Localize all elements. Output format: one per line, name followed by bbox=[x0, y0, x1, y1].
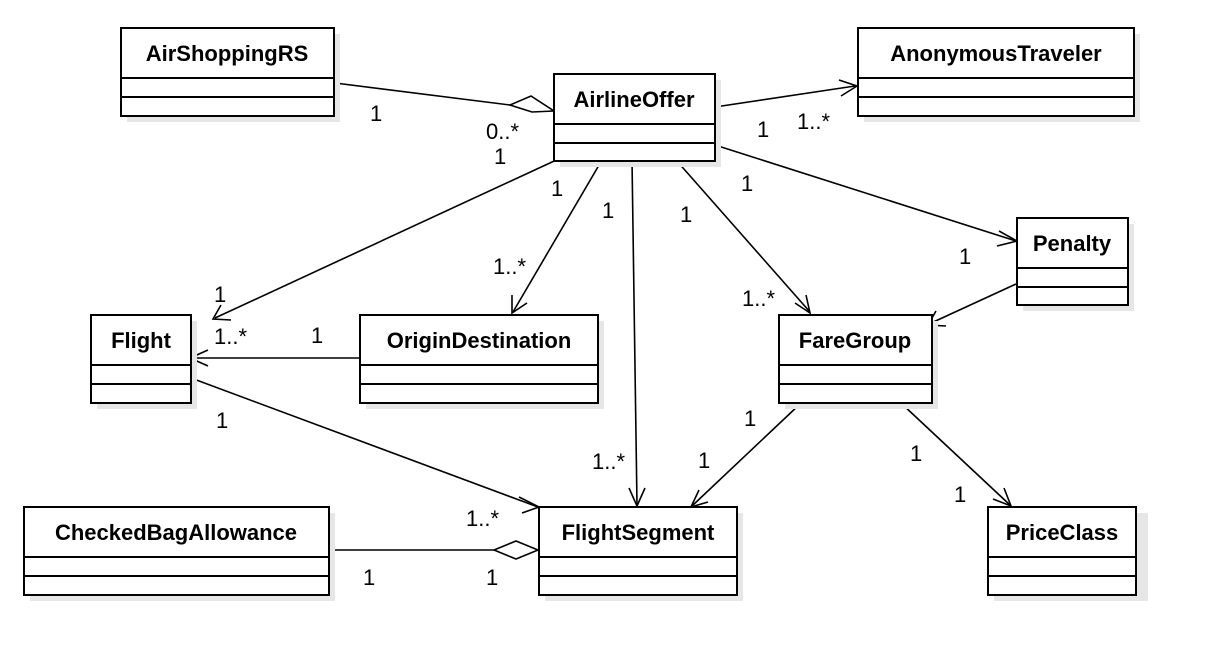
mult-flight-target: 1 bbox=[214, 282, 226, 307]
class-checkedbagallowance[interactable]: CheckedBagAllowance bbox=[23, 506, 335, 601]
mult-priceclass-target: 1 bbox=[954, 482, 966, 507]
arrowhead-faregroup bbox=[794, 294, 812, 315]
class-name: AirShoppingRS bbox=[146, 41, 309, 66]
mult-traveler-source: 1 bbox=[757, 117, 769, 142]
class-origindestination[interactable]: OriginDestination bbox=[359, 314, 604, 409]
mult-airshopping-source: 1 bbox=[370, 101, 382, 126]
mult-penalty-target: 1 bbox=[959, 244, 971, 269]
edge-penalty-faregroup bbox=[928, 283, 1017, 325]
class-flightsegment[interactable]: FlightSegment bbox=[538, 506, 743, 601]
edge-offer-segment bbox=[631, 159, 638, 506]
multiplicities: 1 0..* 1 1..* 1 1 1 1..* 1 1..* 1 1..* 1… bbox=[214, 101, 971, 590]
arrowhead-flight-from-offer bbox=[211, 304, 232, 321]
class-priceclass[interactable]: PriceClass bbox=[987, 506, 1148, 601]
class-name: AnonymousTraveler bbox=[890, 41, 1102, 66]
class-penalty[interactable]: Penalty bbox=[1016, 217, 1134, 311]
arrowhead-origindest bbox=[511, 295, 528, 315]
mult-bag-target: 1 bbox=[486, 565, 498, 590]
class-name: FlightSegment bbox=[562, 520, 715, 545]
mult-flight-source: 1 bbox=[494, 144, 506, 169]
edge-offer-flight bbox=[214, 155, 566, 319]
mult-penalty-source: 1 bbox=[741, 171, 753, 196]
edge-flight-segment bbox=[190, 377, 539, 508]
mult-segment-target: 1..* bbox=[592, 449, 625, 474]
edge-offer-faregroup bbox=[675, 159, 811, 313]
edge-faregroup-priceclass bbox=[901, 403, 1011, 506]
edge-offer-penalty bbox=[714, 144, 1017, 242]
mult-segment-source: 1 bbox=[602, 198, 614, 223]
edge-offer-traveler bbox=[714, 85, 856, 108]
class-name: Penalty bbox=[1033, 231, 1112, 256]
class-airlineoffer[interactable]: AirlineOffer bbox=[553, 73, 721, 167]
class-name: Flight bbox=[111, 328, 172, 353]
mult-flight-segment-source: 1 bbox=[216, 408, 228, 433]
edge-faregroup-segment bbox=[691, 403, 801, 507]
arrowhead-segment-from-flight bbox=[518, 496, 542, 514]
mult-faregroup-segment-target: 1 bbox=[698, 448, 710, 473]
mult-faregroup-target: 1..* bbox=[742, 286, 775, 311]
aggregation-diamond-offer bbox=[507, 95, 557, 113]
mult-faregroup-segment-source: 1 bbox=[744, 406, 756, 431]
class-name: CheckedBagAllowance bbox=[55, 520, 297, 545]
mult-origindest-source: 1 bbox=[551, 176, 563, 201]
mult-traveler-target: 1..* bbox=[797, 109, 830, 134]
mult-faregroup-source: 1 bbox=[680, 202, 692, 227]
class-name: FareGroup bbox=[799, 328, 911, 353]
edges bbox=[188, 79, 1020, 560]
mult-origindest-target: 1..* bbox=[493, 254, 526, 279]
mult-airshopping-target: 0..* bbox=[486, 119, 519, 144]
class-faregroup[interactable]: FareGroup bbox=[778, 314, 938, 409]
class-name: PriceClass bbox=[1006, 520, 1119, 545]
mult-bag-source: 1 bbox=[363, 565, 375, 590]
mult-flight-segment-target: 1..* bbox=[466, 506, 499, 531]
class-flight[interactable]: Flight bbox=[90, 314, 197, 409]
mult-priceclass-source: 1 bbox=[910, 441, 922, 466]
class-name: OriginDestination bbox=[387, 328, 572, 353]
aggregation-diamond-segment bbox=[491, 540, 541, 560]
mult-origindest-flight-source: 1 bbox=[311, 323, 323, 348]
mult-origindest-flight-target: 1..* bbox=[214, 324, 247, 349]
class-anonymoustraveler[interactable]: AnonymousTraveler bbox=[857, 27, 1140, 122]
edge-offer-origindest bbox=[512, 159, 603, 313]
class-airshoppingrs[interactable]: AirShoppingRS bbox=[120, 27, 340, 122]
class-name: AirlineOffer bbox=[573, 87, 694, 112]
edge-airshopping-offer bbox=[334, 82, 511, 106]
